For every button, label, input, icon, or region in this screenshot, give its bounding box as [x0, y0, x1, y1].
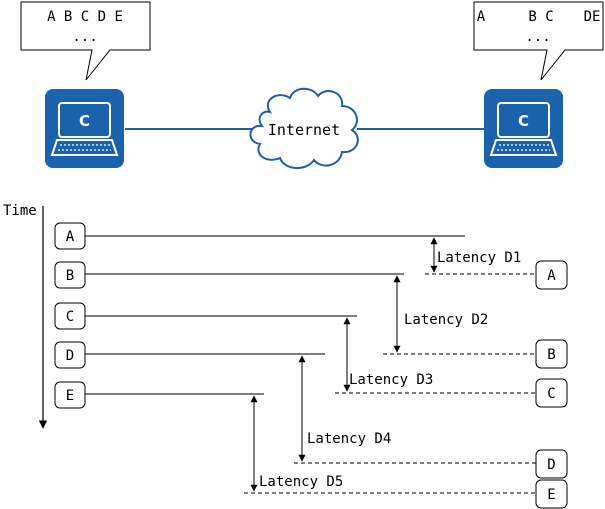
recv-packet-c: C: [535, 378, 568, 408]
send-packet-a: A: [54, 222, 86, 250]
send-packet-label: A: [66, 229, 75, 245]
latency-label-d2: Latency D2: [404, 312, 488, 328]
right-speech-bubble: A B C DE ...: [473, 1, 604, 81]
send-packet-label: C: [66, 309, 74, 325]
send-packet-c: C: [54, 302, 86, 330]
right-bubble-ellipsis: ...: [525, 29, 550, 45]
time-axis-label: Time: [3, 203, 37, 219]
internet-label: Internet: [268, 121, 340, 139]
latency-label-d1: Latency D1: [437, 250, 521, 266]
recv-packet-e: E: [535, 479, 568, 509]
send-packet-label: D: [66, 348, 74, 364]
right-bubble-bc: B C: [528, 9, 553, 25]
recv-packet-label: B: [547, 347, 555, 363]
right-bubble-de: DE: [584, 9, 601, 25]
left-computer-icon: C: [45, 89, 124, 168]
recv-packet-label: E: [547, 487, 555, 503]
recv-packet-label: A: [547, 268, 556, 284]
latency-label-d3: Latency D3: [349, 372, 433, 388]
internet-cloud-icon: Internet: [249, 87, 359, 169]
left-speech-bubble: A B C D E ...: [20, 1, 151, 81]
right-computer-label: C: [518, 112, 529, 130]
recv-packet-label: D: [547, 457, 555, 473]
left-computer-label: C: [79, 112, 90, 130]
right-bubble-a: A: [477, 9, 486, 25]
send-packet-label: E: [66, 388, 74, 404]
recv-packet-b: B: [535, 339, 568, 369]
send-packet-d: D: [54, 341, 86, 369]
right-computer-icon: C: [484, 89, 563, 168]
latency-label-d4: Latency D4: [307, 431, 391, 447]
send-packet-label: B: [66, 268, 74, 284]
send-packet-e: E: [54, 381, 86, 409]
send-packet-b: B: [54, 261, 86, 289]
left-bubble-sequence: A B C D E: [47, 9, 123, 25]
recv-packet-label: C: [547, 386, 555, 402]
recv-packet-d: D: [535, 449, 568, 479]
recv-packet-a: A: [535, 260, 568, 290]
latency-label-d5: Latency D5: [259, 474, 343, 490]
left-bubble-ellipsis: ...: [72, 29, 97, 45]
